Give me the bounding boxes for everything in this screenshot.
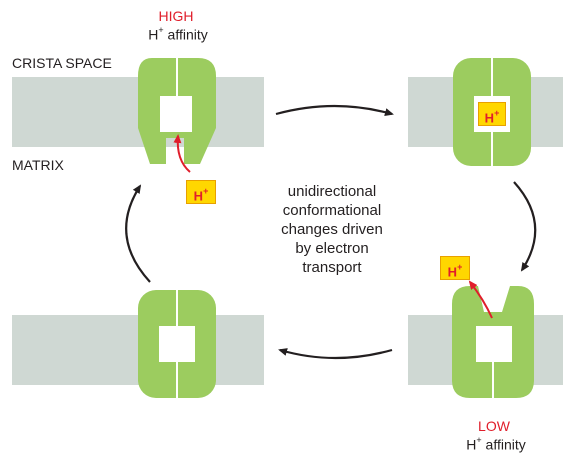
affinity-text: affinity <box>481 436 526 453</box>
caption-line: changes driven <box>281 221 383 238</box>
proton-box-released: H+ <box>440 256 470 280</box>
h-symbol: H <box>466 436 477 453</box>
crista-space-label: CRISTA SPACE <box>12 55 112 71</box>
arrow-bottom <box>278 348 393 360</box>
arrow-left <box>125 184 151 283</box>
protein-low-affinity <box>452 286 534 398</box>
plus-symbol: + <box>158 25 164 35</box>
high-label: HIGH <box>158 8 194 24</box>
arrow-top <box>275 104 394 116</box>
affinity-text: affinity <box>163 26 208 43</box>
proton-entry-arrow <box>173 134 191 173</box>
caption-line: unidirectional <box>287 183 377 200</box>
caption-line: transport <box>302 259 362 276</box>
cycle-caption: unidirectional conformational changes dr… <box>262 182 402 277</box>
protein-empty-closed <box>138 290 216 398</box>
plus-symbol: + <box>476 435 482 445</box>
high-affinity-label: H+ affinity <box>130 25 226 43</box>
proton-box-matrix: H+ <box>186 180 216 204</box>
caption-line: by electron <box>295 240 369 257</box>
protein-high-affinity <box>138 58 216 164</box>
matrix-label: MATRIX <box>12 157 64 173</box>
proton-box-bound: H+ <box>478 102 506 126</box>
proton-release-arrow <box>468 280 493 319</box>
low-label: LOW <box>478 418 510 434</box>
arrow-right <box>513 181 537 272</box>
caption-line: conformational <box>282 202 382 219</box>
h-symbol: H <box>148 26 159 43</box>
low-affinity-label: H+ affinity <box>444 435 548 453</box>
